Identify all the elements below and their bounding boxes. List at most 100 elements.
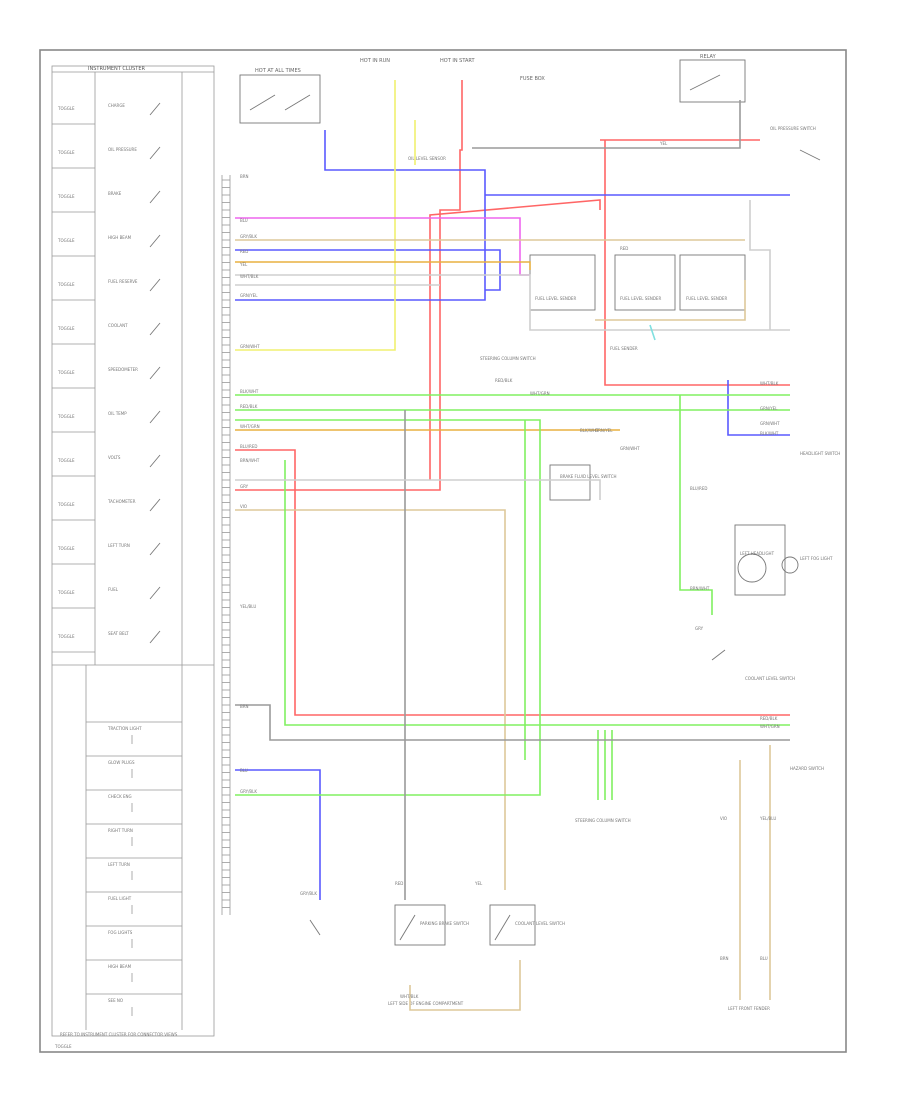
fuel-sender-label: FUEL SENDER bbox=[610, 346, 638, 351]
cluster-indicator-label: HIGH BEAM bbox=[108, 964, 132, 969]
wire-color-label: RED/BLK bbox=[495, 378, 513, 383]
wire-color-label: BRN bbox=[720, 956, 729, 961]
wire-color-label: WHT/GRN bbox=[530, 391, 550, 396]
wire-color-label: BRN bbox=[240, 174, 249, 179]
wire-color-label: YEL bbox=[239, 262, 248, 267]
wire-color-label: VIO bbox=[720, 816, 727, 821]
wire-color-label: WHT/BLK bbox=[240, 274, 259, 279]
cluster-pin-label: TOGGLE bbox=[57, 326, 75, 331]
wire-color-label: GRN/WHT bbox=[240, 344, 260, 349]
wire-color-label: GRN/YEL bbox=[240, 293, 258, 298]
wire-color-label: BLK/WHT bbox=[580, 428, 599, 433]
wire-gray bbox=[472, 100, 741, 149]
wire-green bbox=[235, 419, 541, 796]
wire-red bbox=[235, 449, 790, 716]
wire-color-label: BLK/WHT bbox=[240, 389, 259, 394]
oil-level-sensor-label: OIL LEVEL SENSOR bbox=[408, 156, 446, 161]
cluster-pin-label: TOGGLE bbox=[57, 282, 75, 287]
cluster-pin-label: TOGGLE bbox=[57, 458, 75, 463]
cluster-gauge-label: CHARGE bbox=[108, 103, 125, 108]
wire-blue bbox=[235, 769, 321, 900]
wire-color-label: WHT/GRN bbox=[760, 724, 780, 729]
cluster-pin-label: TOGGLE bbox=[57, 150, 75, 155]
cluster-gauge-label: VOLTS bbox=[108, 455, 121, 460]
wire-color-label: VIO bbox=[240, 504, 247, 509]
wire-color-label: BLU/RED bbox=[240, 444, 257, 449]
cluster-gauge-label: SEAT BELT bbox=[108, 631, 129, 636]
wire-color-label: GRY bbox=[695, 626, 704, 631]
relay: RELAY bbox=[679, 54, 746, 103]
cluster-pin-label: TOGGLE bbox=[57, 590, 75, 595]
hot-at-all-times-label: HOT AT ALL TIMES bbox=[255, 68, 301, 74]
wire-color-label: BRN/WHT bbox=[240, 458, 260, 463]
wire-lightgray bbox=[749, 200, 771, 330]
wire-orange bbox=[235, 261, 531, 270]
wire-color-label: BLU bbox=[240, 218, 248, 223]
cluster-indicator-label: RIGHT TURN bbox=[108, 828, 133, 833]
left-fog-light-label: LEFT FOG LIGHT bbox=[800, 556, 833, 561]
wire-color-label: GRN/YEL bbox=[595, 428, 613, 433]
cluster-pin-label: TOGGLE bbox=[57, 238, 75, 243]
cluster-connector-strip bbox=[221, 175, 231, 915]
cluster-gauge-label: FUEL RESERVE bbox=[108, 279, 138, 284]
wire-red bbox=[235, 80, 463, 491]
wire-color-label: RED/BLK bbox=[240, 404, 258, 409]
cluster-gauge-label: COOLANT bbox=[108, 323, 128, 328]
ground-right-label: LEFT FRONT FENDER bbox=[728, 1006, 770, 1011]
wire-label-set: BRNBLUGRY/BLKREDYELWHT/BLKGRN/YELGRN/WHT… bbox=[239, 141, 780, 999]
cluster-indicator-label: LEFT TURN bbox=[108, 862, 130, 867]
fuel-sender-3 bbox=[679, 254, 746, 311]
bottom-toggle-label: TOGGLE bbox=[54, 1044, 72, 1049]
oil-pressure-switch-label: OIL PRESSURE SWITCH bbox=[770, 126, 816, 131]
wire-color-label: YEL/BLU bbox=[759, 816, 776, 821]
fuel-sender-1 bbox=[529, 254, 596, 311]
ground-left-label: LEFT SIDE OF ENGINE COMPARTMENT bbox=[388, 1001, 464, 1006]
cluster-header: INSTRUMENT CLUSTER bbox=[88, 66, 146, 72]
wire-red bbox=[429, 199, 601, 480]
parking-brake-switch-label: PARKING BRAKE SWITCH bbox=[420, 921, 469, 926]
steering-column-switch-label: STEERING COLUMN SWITCH bbox=[480, 356, 536, 361]
cluster-indicator-label: SEE NO bbox=[108, 998, 123, 1003]
wire-green bbox=[284, 460, 790, 726]
fuel-sender-1-label: FUEL LEVEL SENDER bbox=[535, 296, 576, 301]
cluster-pin-label: TOGGLE bbox=[57, 546, 75, 551]
wire-color-label: WHT/GRN bbox=[240, 424, 260, 429]
cluster-pin-labels: TOGGLE TOGGLE TOGGLE TOGGLE TOGGLE TOGGLE TOGG… bbox=[52, 106, 95, 653]
fuel-sender-2-label: FUEL LEVEL SENDER bbox=[620, 296, 661, 301]
wire-tan bbox=[409, 960, 521, 1011]
fuse-relay-box: HOT AT ALL TIMES bbox=[239, 68, 321, 124]
wire-green bbox=[679, 395, 713, 615]
wire-cyan bbox=[649, 324, 656, 341]
wire-blue bbox=[235, 130, 486, 301]
hazard-switch-label: HAZARD SWITCH bbox=[790, 766, 824, 771]
cluster-gauge-label: LEFT TURN bbox=[108, 543, 130, 548]
cluster-footer: REFER TO INSTRUMENT CLUSTER FOR CONNECTO… bbox=[60, 1032, 178, 1037]
wire-color-label: RED bbox=[240, 249, 248, 254]
cluster-indicator-label: CHECK ENG bbox=[108, 794, 132, 799]
hot-in-run-label: HOT IN RUN bbox=[360, 58, 390, 64]
wire-lightgray bbox=[235, 479, 601, 500]
wire-color-label: RED bbox=[620, 246, 628, 251]
wire-color-label: BLU bbox=[240, 768, 248, 773]
wire-tan bbox=[595, 280, 746, 321]
wire-color-label: WHT/BLK bbox=[760, 381, 779, 386]
wire-color-label: BRN bbox=[240, 704, 249, 709]
cluster-indicator-label: FOG LIGHTS bbox=[108, 930, 133, 935]
cluster-pin-label: TOGGLE bbox=[57, 194, 75, 199]
wire-tan bbox=[235, 509, 506, 890]
left-headlight-assembly: LEFT HEADLIGHT LEFT FOG LIGHT bbox=[734, 524, 833, 596]
wire-lightgray bbox=[235, 274, 790, 331]
wire-color-label: WHT/BLK bbox=[400, 994, 419, 999]
steering-column-switch-label-2: STEERING COLUMN SWITCH bbox=[575, 818, 631, 823]
wire-color-label: GRN/WHT bbox=[760, 421, 780, 426]
hot-in-start-label: HOT IN START bbox=[440, 58, 476, 64]
wire-color-label: YEL/BLU bbox=[239, 604, 256, 609]
wire-gray bbox=[235, 704, 790, 741]
wire-blue bbox=[727, 380, 790, 436]
instrument-cluster-panel: INSTRUMENT CLUSTER bbox=[51, 65, 215, 1037]
cluster-gauge-label: OIL PRESSURE bbox=[108, 147, 137, 152]
fuel-sender-2 bbox=[614, 254, 676, 311]
